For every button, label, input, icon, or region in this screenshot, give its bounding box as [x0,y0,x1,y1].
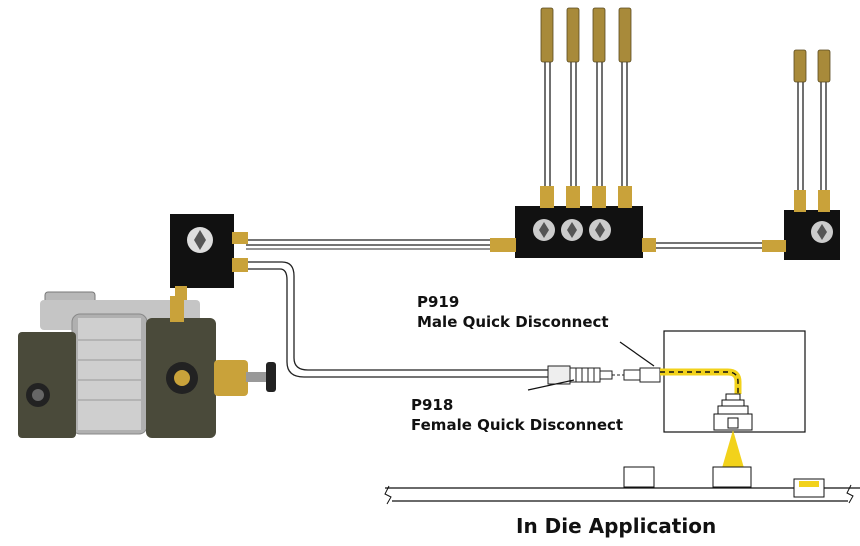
distribution-manifold-icon [490,186,656,258]
p918-code: P918 [411,396,454,414]
leader-lines [527,341,655,391]
p918-description: Female Quick Disconnect [411,416,624,434]
pump-icon [18,291,276,438]
diagram-caption: In Die Application [516,514,717,538]
p919-description: Male Quick Disconnect [417,313,609,331]
spray-nozzle-icon [540,7,831,83]
die-icon [384,330,860,505]
small-manifold-icon [762,190,840,260]
p919-code: P919 [417,293,460,311]
hose-lines [246,60,827,378]
valve-block-icon [170,214,248,310]
quick-disconnect-icon [547,365,661,385]
